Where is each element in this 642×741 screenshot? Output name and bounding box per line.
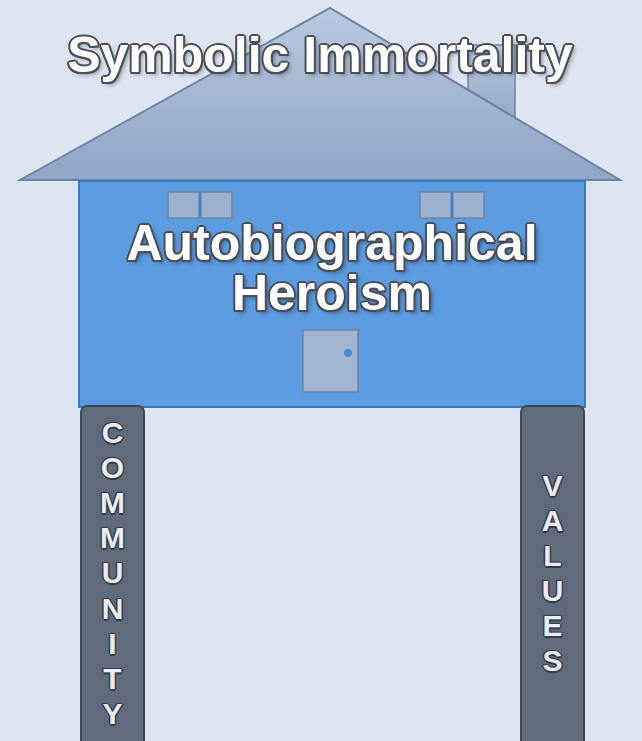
- window: [420, 192, 484, 218]
- roof-shape: Symbolic Immortality: [20, 8, 620, 182]
- pillar-label: COMMUNITY: [82, 415, 144, 731]
- house-body: Autobiographical Heroism: [78, 180, 586, 408]
- pillar-bar: COMMUNITY: [80, 405, 145, 741]
- house-label: Autobiographical Heroism: [88, 218, 576, 318]
- window-bar: [199, 192, 202, 218]
- window: [168, 192, 232, 218]
- roof-triangle: [20, 8, 620, 180]
- pillar-rect: [81, 406, 144, 741]
- body-rect: [79, 181, 585, 407]
- door: [303, 330, 358, 392]
- pillar-bar: VALUES: [520, 405, 585, 741]
- house-label: Symbolic Immortality: [67, 30, 573, 80]
- window-bar: [451, 192, 454, 218]
- pillar-label: VALUES: [522, 468, 584, 679]
- pillar-outline: [520, 405, 585, 741]
- pillar-rect: [521, 406, 584, 741]
- door-knob: [344, 349, 352, 357]
